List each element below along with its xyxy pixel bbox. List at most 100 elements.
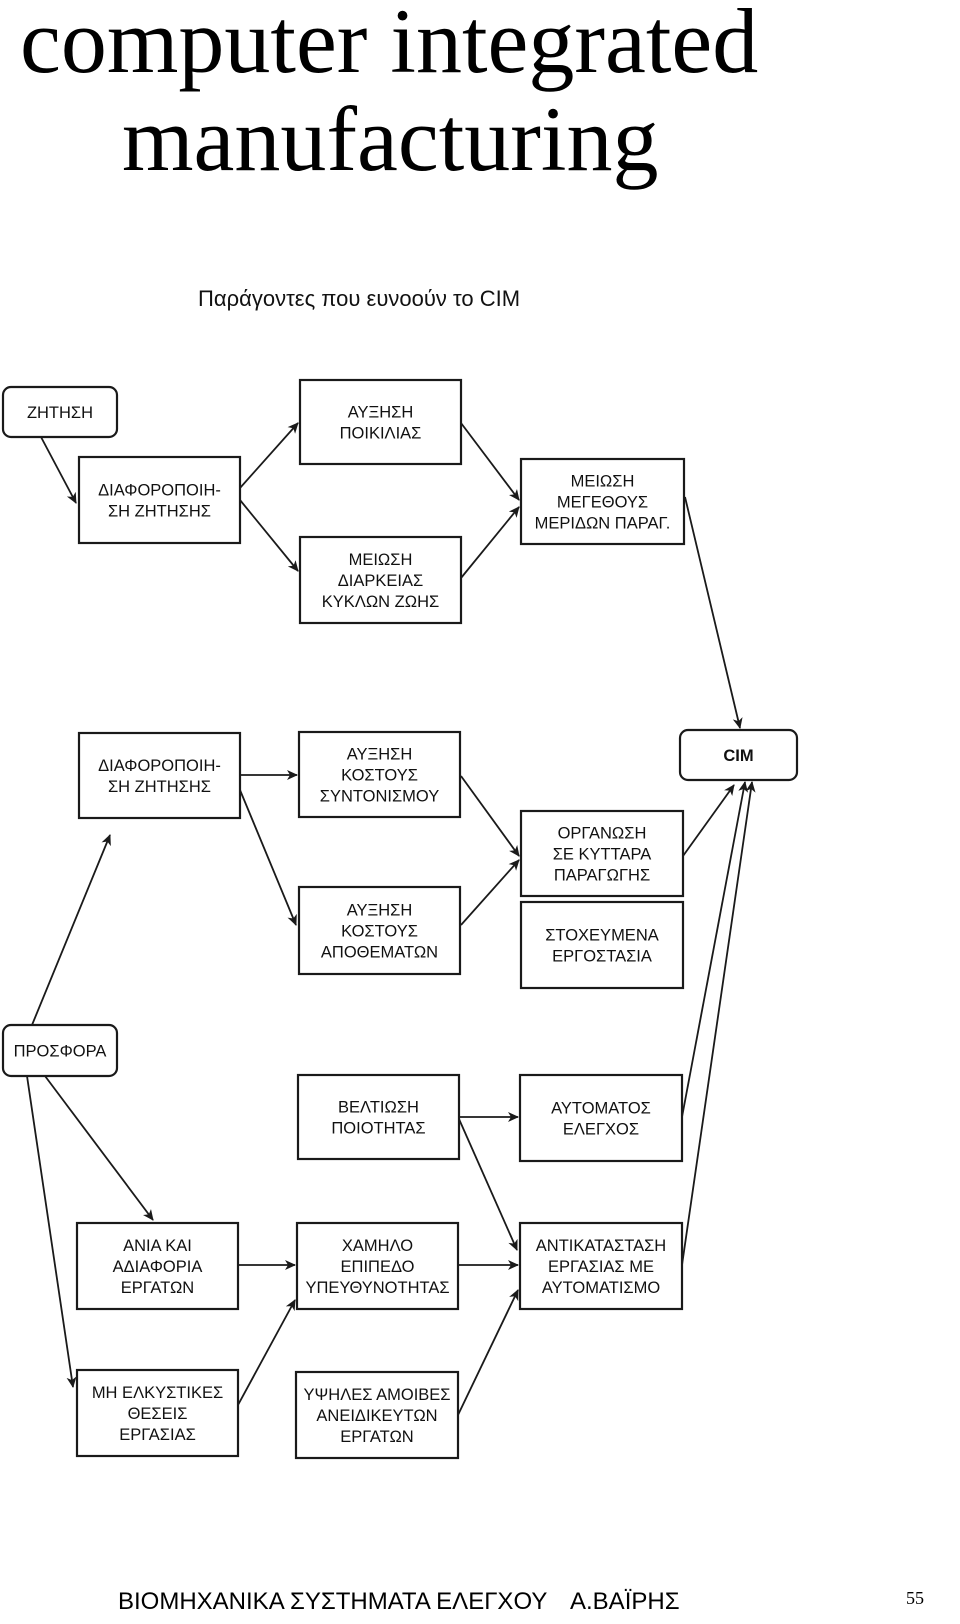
node-label: ΕΠΙΠΕΔΟ — [341, 1258, 415, 1276]
node-box — [519, 457, 686, 546]
node-label: ΠΡΟΣΦΟΡΑ — [14, 1043, 107, 1061]
node-label: ΟΡΓΑΝΩΣΗ — [558, 825, 647, 843]
node-box — [519, 809, 685, 898]
arrow-prosfora-to-diaforopoiisi-2 — [31, 834, 111, 1026]
flow-diagram: ΖΗΤΗΣΗ ΔΙΑΦΟΡΟΠΟΙΗ- ΣΗ ΖΗΤΗΣΗΣ ΑΥΞΗΣΗ ΠΟΙΚΙΛ… — [1, 378, 799, 1460]
diagram-subtitle: Παράγοντες που ευνοούν το CIM — [198, 286, 521, 311]
node-label: ΑΝΤΙΚΑΤΑΣΤΑΣΗ — [536, 1237, 666, 1255]
node-label: ΚΟΣΤΟΥΣ — [341, 767, 418, 785]
node-label: ΣΤΟΧΕΥΜΕΝΑ — [545, 927, 659, 945]
node-label: ΜΕΡΙΔΩΝ ΠΑΡΑΓ. — [535, 515, 671, 533]
node-xamilo-epipedo: ΧΑΜΗΛΟ ΕΠΙΠΕΔΟ ΥΠΕΥΘΥΝΟΤΗΤΑΣ — [295, 1221, 460, 1311]
boxes-layer: ΖΗΤΗΣΗ ΔΙΑΦΟΡΟΠΟΙΗ- ΣΗ ΖΗΤΗΣΗΣ ΑΥΞΗΣΗ ΠΟΙΚΙΛ… — [1, 378, 799, 1460]
node-box — [518, 1073, 684, 1163]
edges-layer — [26, 422, 756, 1416]
node-label: ΕΡΓΑΣΙΑΣ — [119, 1426, 196, 1444]
arrow-meiosi-megethous-to-cim — [684, 496, 743, 729]
node-label: ΣΕ ΚΥΤΤΑΡΑ — [553, 846, 652, 864]
node-box — [298, 378, 463, 466]
node-label: ΠΟΙΚΙΛΙΑΣ — [340, 425, 422, 443]
node-box — [75, 1221, 240, 1311]
node-box — [77, 731, 242, 820]
arrow-prosfora-to-ania — [44, 1075, 154, 1221]
title-line-1: computer integrated — [20, 0, 759, 92]
node-label: ΕΡΓΑΤΩΝ — [340, 1428, 413, 1446]
arrow-diaforopoiisi-1-to-afxisi-poikilias — [239, 422, 299, 489]
node-aftomatos-elegxos: ΑΥΤΟΜΑΤΟΣ ΕΛΕΓΧΟΣ — [518, 1073, 684, 1163]
node-label: ΚΥΚΛΩΝ ΖΩΗΣ — [322, 593, 439, 611]
footer: ΒΙΟΜΗΧΑΝΙΚΑ ΣΥΣΤΗΜΑΤΑ ΕΛΕΓΧΟΥ Α.ΒΑΪΡΗΣ — [118, 1588, 680, 1616]
node-box — [75, 1368, 240, 1458]
arrow-afxisi-syntonismou-to-organosi-kyttara — [460, 775, 520, 857]
arrow-afxisi-apothematon-to-organosi-kyttara — [460, 859, 520, 926]
node-box — [77, 455, 242, 545]
node-diaforopoiisi-2: ΔΙΑΦΟΡΟΠΟΙΗ- ΣΗ ΖΗΤΗΣΗΣ — [77, 731, 242, 820]
node-afxisi-poikilias: ΑΥΞΗΣΗ ΠΟΙΚΙΛΙΑΣ — [298, 378, 463, 466]
arrow-aftomatos-elegxos-to-cim — [681, 781, 749, 1118]
node-box — [295, 1221, 460, 1311]
node-label: ΑΥΞΗΣΗ — [347, 746, 413, 764]
node-box — [297, 730, 462, 819]
node-afxisi-apothematon: ΑΥΞΗΣΗ ΚΟΣΤΟΥΣ ΑΠΟΘΕΜΑΤΩΝ — [297, 885, 462, 976]
arrow-diaforopoiisi-2-to-afxisi-apothematon — [239, 789, 297, 926]
node-diaforopoiisi-1: ΔΙΑΦΟΡΟΠΟΙΗ- ΣΗ ΖΗΤΗΣΗΣ — [77, 455, 242, 545]
node-label: ΚΟΣΤΟΥΣ — [341, 923, 418, 941]
node-label: ΑΝΕΙΔΙΚΕΥΤΩΝ — [316, 1407, 437, 1425]
node-box — [1, 1023, 119, 1078]
node-stoxevmena: ΣΤΟΧΕΥΜΕΝΑ ΕΡΓΟΣΤΑΣΙΑ — [519, 900, 685, 990]
node-label: ΥΠΕΥΘΥΝΟΤΗΤΑΣ — [305, 1279, 449, 1297]
arrow-mi-elkystikes-to-xamilo-epipedo — [237, 1299, 296, 1406]
node-label: ΜΕΓΕΘΟΥΣ — [557, 494, 648, 512]
node-label: ΧΑΜΗΛΟ — [342, 1237, 413, 1255]
node-label: ΑΠΟΘΕΜΑΤΩΝ — [321, 944, 438, 962]
node-box — [518, 1221, 684, 1311]
node-label: ΘΕΣΕΙΣ — [128, 1405, 188, 1423]
node-cim: CIM — [678, 728, 799, 782]
arrow-afxisi-poikilias-to-meiosi-megethous — [460, 422, 520, 501]
arrow-veltiosi-to-antikatastasi — [458, 1118, 518, 1251]
node-label: ΕΡΓΑΤΩΝ — [121, 1279, 194, 1297]
node-label: ΕΡΓΑΣΙΑΣ ΜΕ — [548, 1258, 654, 1276]
arrow-meiosi-diarkeias-to-meiosi-megethous — [460, 506, 520, 579]
node-zitisi: ΖΗΤΗΣΗ — [1, 385, 119, 439]
arrow-prosfora-to-mi-elkystikes — [26, 1075, 77, 1388]
node-label: ΑΥΞΗΣΗ — [347, 902, 413, 920]
node-label: ΑΥΤΟΜΑΤΟΣ — [551, 1100, 651, 1118]
node-label: ΠΑΡΑΓΩΓΗΣ — [554, 867, 650, 885]
node-box — [1, 385, 119, 439]
node-box — [298, 535, 463, 625]
page-number: 55 — [906, 1588, 924, 1608]
node-antikatastasi: ΑΝΤΙΚΑΤΑΣΤΑΣΗ ΕΡΓΑΣΙΑΣ ΜΕ ΑΥΤΟΜΑΤΙΣΜΟ — [518, 1221, 684, 1311]
node-box — [296, 1073, 461, 1161]
node-label: ΠΟΙΟΤΗΤΑΣ — [331, 1120, 425, 1138]
node-box — [678, 728, 799, 782]
node-label: ΑΔΙΑΦΟΡΙΑ — [113, 1258, 203, 1276]
node-label: ΕΡΓΟΣΤΑΣΙΑ — [552, 948, 652, 966]
node-box — [294, 1370, 460, 1460]
footer-course-title: ΒΙΟΜΗΧΑΝΙΚΑ ΣΥΣΤΗΜΑΤΑ ΕΛΕΓΧΟΥ — [118, 1588, 548, 1615]
node-label: ΔΙΑΦΟΡΟΠΟΙΗ- — [98, 757, 221, 775]
node-label: ΕΛΕΓΧΟΣ — [563, 1121, 639, 1139]
arrow-diaforopoiisi-1-to-meiosi-diarkeias — [239, 499, 299, 572]
node-label: ΖΗΤΗΣΗ — [27, 404, 93, 422]
arrow-antikatastasi-to-cim — [681, 781, 756, 1266]
node-label: ΜΕΙΩΣΗ — [571, 473, 635, 491]
node-label: ΑΥΞΗΣΗ — [348, 404, 414, 422]
node-label: ΔΙΑΦΟΡΟΠΟΙΗ- — [98, 482, 221, 500]
arrow-organosi-kyttara-to-cim — [682, 784, 735, 857]
node-label: ΣΗ ΖΗΤΗΣΗΣ — [108, 778, 211, 796]
node-label: CIM — [723, 747, 753, 765]
node-label: ΣΗ ΖΗΤΗΣΗΣ — [108, 503, 211, 521]
arrow-ypsiles-amoives-to-antikatastasi — [457, 1289, 519, 1416]
node-meiosi-megethous: ΜΕΙΩΣΗ ΜΕΓΕΘΟΥΣ ΜΕΡΙΔΩΝ ΠΑΡΑΓ. — [519, 457, 686, 546]
title-line-2: manufacturing — [122, 88, 659, 190]
footer-author: Α.ΒΑΪΡΗΣ — [570, 1588, 680, 1615]
node-label: ΑΥΤΟΜΑΤΙΣΜΟ — [542, 1279, 661, 1297]
arrow-zitisi-to-diaforopoiisi-1 — [40, 436, 77, 504]
